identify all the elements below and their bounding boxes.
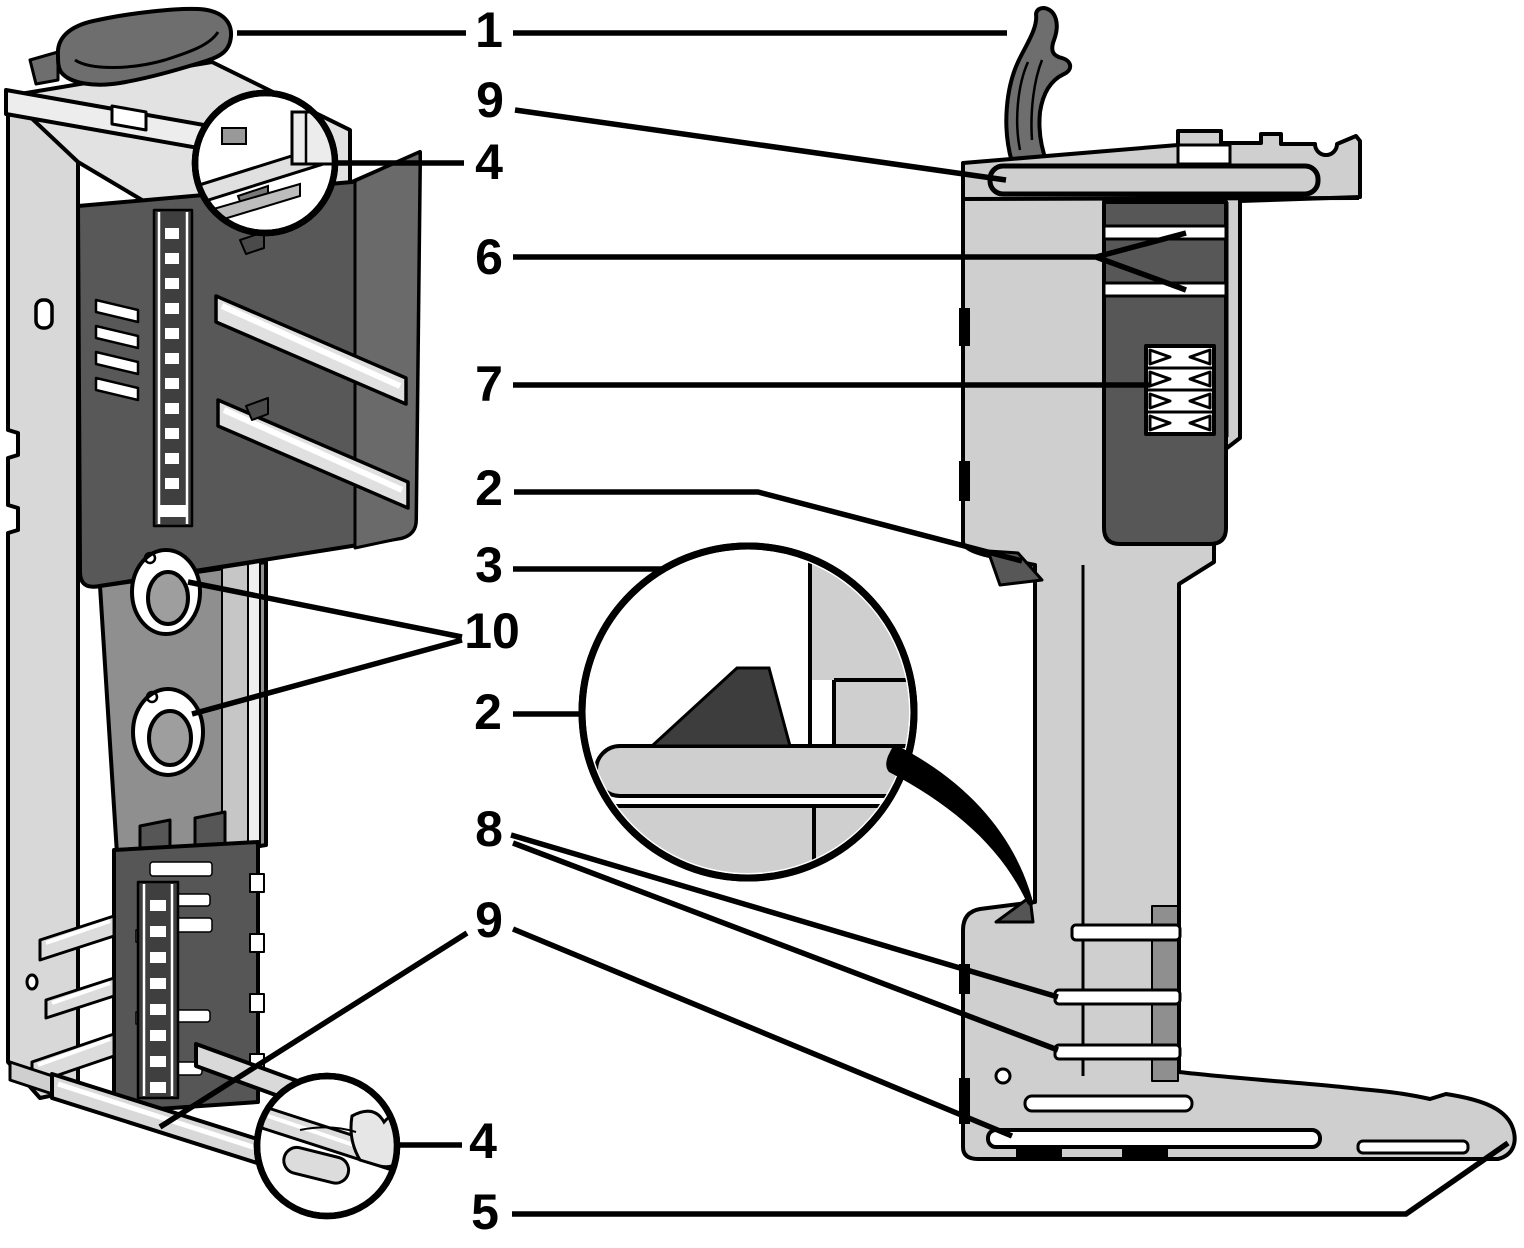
callout-9-top-label: 9 [476,72,504,128]
magnifier-bottom-left [253,1072,401,1220]
lower-bracket [30,810,265,1114]
leader-6 [513,230,1187,293]
standoff-hole-2 [131,687,205,777]
base-right-slot [1356,1139,1470,1155]
callout-5-label: 5 [471,1184,499,1240]
callout-2-mid-label: 2 [474,684,502,740]
detail-hook-wedge [648,666,792,748]
detail-base-bar [594,744,909,798]
card-edge-rail-upper [152,208,194,528]
callout-4-top-label: 4 [475,134,503,190]
callout-labels: 1 9 4 6 7 2 3 10 2 8 9 4 5 [464,2,520,1240]
base-slot-1 [1070,923,1182,942]
rail-hook [349,1109,394,1169]
base-slot-2 [1053,988,1182,1006]
callout-1-label: 1 [475,2,503,58]
plate-slot [1176,143,1232,166]
rail-pin [282,1145,351,1185]
leader-5 [512,1140,1510,1217]
connector-block [1144,344,1216,436]
channel-strip-2 [247,561,261,849]
right-module-side-view [959,6,1517,1161]
leader-9-top [514,107,1007,183]
right-module-body [961,129,1517,1161]
leader-10 [187,579,463,717]
top-groove [987,163,1321,197]
release-lever [1004,6,1073,165]
magnifier-top-left [191,89,339,237]
base-slot-3 [1053,1043,1182,1061]
base-long-slot [1023,1094,1194,1113]
channel-strip-1 [221,563,249,853]
magnifier-pointer-swoosh [886,744,1034,906]
standoff-hole-1 [130,548,202,636]
callout-4-bottom-label: 4 [469,1113,497,1169]
retention-hook-top [986,549,1044,587]
handle-base [28,50,60,86]
leader-2-top [514,489,1023,564]
base-hole [994,1067,1012,1085]
left-panel-slot [34,298,54,330]
callout-2-top-label: 2 [475,460,503,516]
vent-slits [94,298,140,402]
magnifier-center [578,542,1034,906]
release-lever-detail [1015,59,1044,151]
detail-column-lower [834,680,909,748]
callout-8-label: 8 [475,801,503,857]
edge-ticks [959,308,970,1124]
callout-9-bottom-label: 9 [475,892,503,948]
leader-9-bottom [158,926,1014,1139]
guide-ledges [214,294,410,510]
callout-10-label: 10 [464,603,520,659]
callout-6-label: 6 [475,229,503,285]
side-face-band [353,150,422,550]
plate-underside-line [962,196,1360,201]
clip-notch [221,127,247,145]
left-panel-hole [25,973,39,991]
base-details [986,905,1470,1157]
detail-column-upper [810,551,909,680]
base-groove [986,1128,1322,1149]
edge-hooks [239,231,269,421]
callout-7-label: 7 [475,356,503,412]
retention-hook-bottom [994,895,1035,924]
callout-3-label: 3 [475,537,503,593]
top-rail-notch [110,104,148,132]
extraction-handle-detail [74,31,220,69]
leader-8 [510,832,1059,1053]
